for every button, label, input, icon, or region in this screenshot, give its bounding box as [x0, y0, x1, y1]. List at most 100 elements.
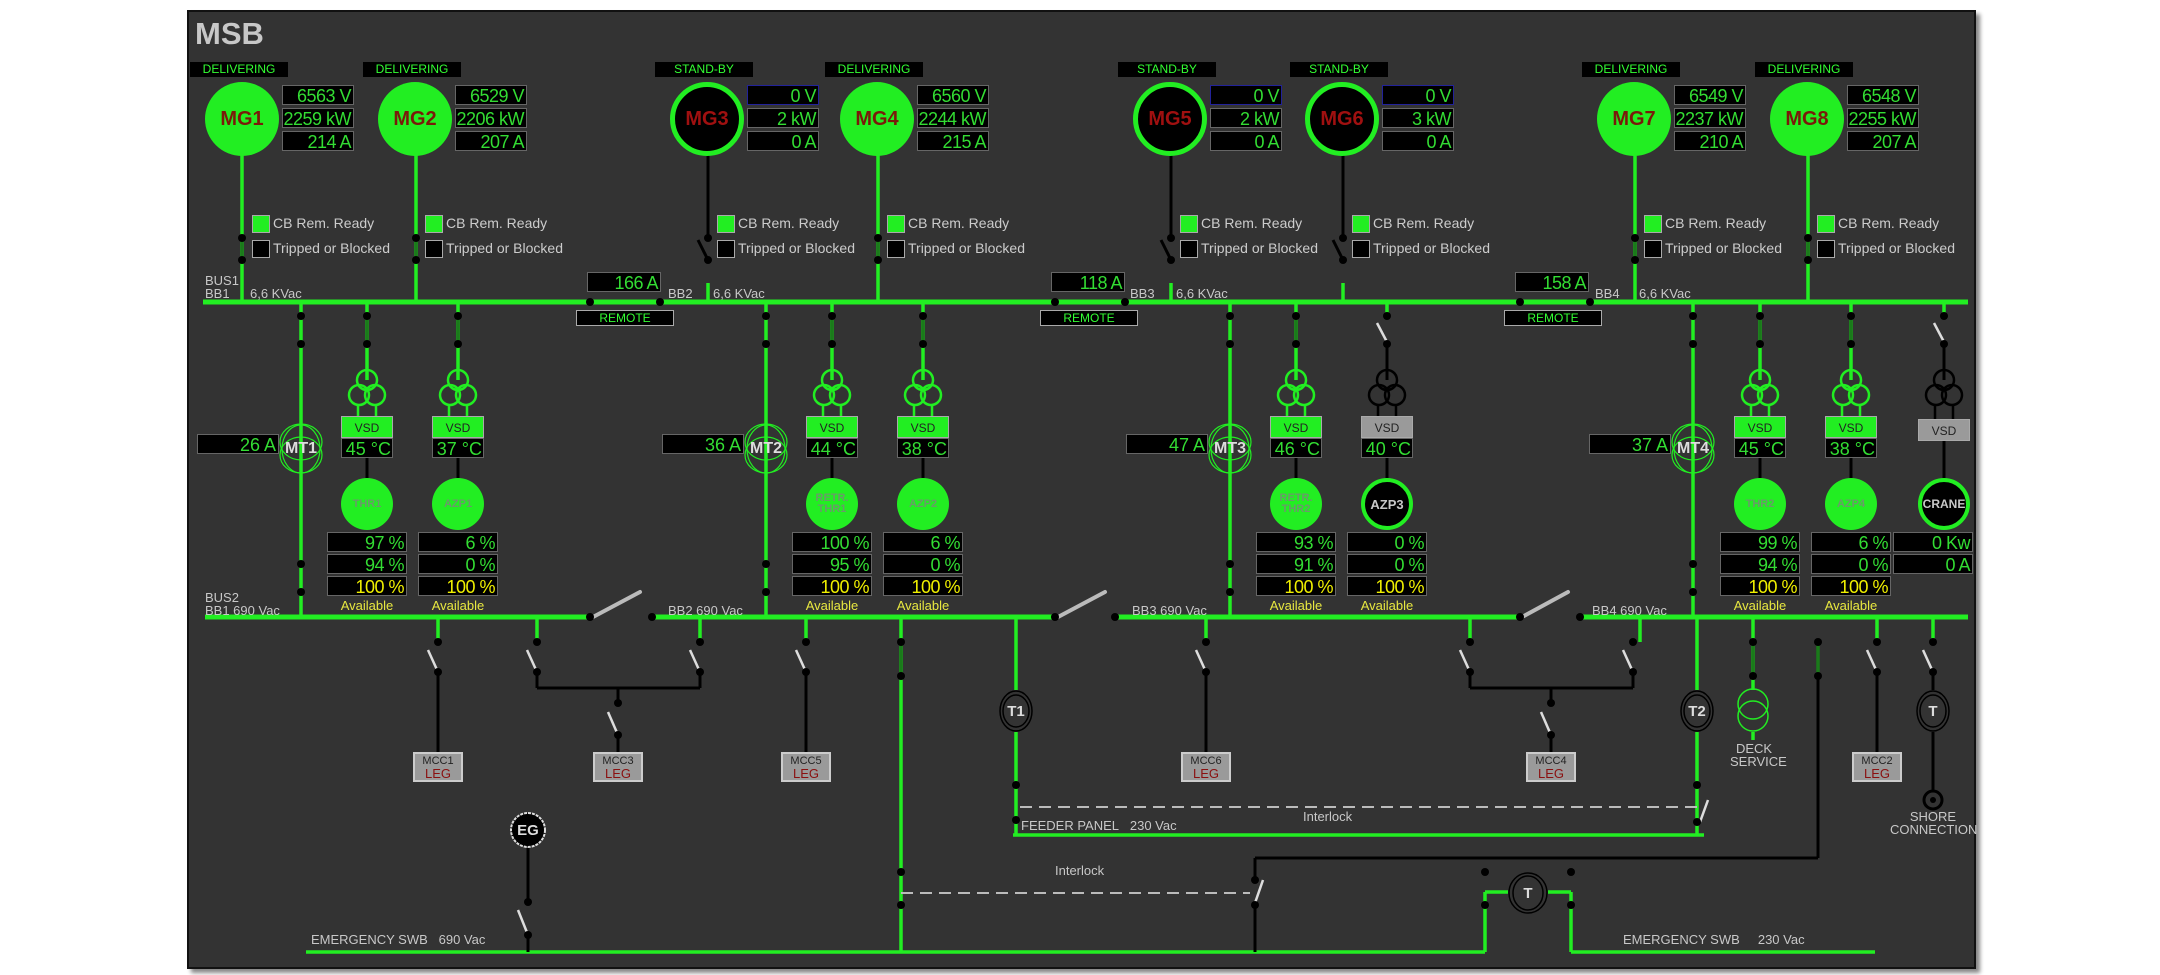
mg1-status: DELIVERING [190, 62, 288, 77]
mg5-power: 2 kW [1210, 108, 1282, 129]
cb-ready-indicator-icon [1817, 215, 1835, 234]
crane-vsd[interactable]: VSD [1918, 419, 1970, 441]
tie-3-mode-button[interactable]: REMOTE [1504, 310, 1602, 326]
cb-ready-indicator-icon [887, 215, 905, 234]
mg8-power: 2255 kW [1847, 108, 1919, 129]
mt1-transformer[interactable]: MT1 [285, 440, 317, 457]
mt2-transformer[interactable]: MT2 [750, 440, 782, 457]
drive-azp3-motor[interactable]: AZP3 [1361, 478, 1413, 530]
bus2-bb2-name: BB2 690 Vac [668, 603, 743, 618]
bus1-bb1-voltage: 6,6 KVac [250, 286, 302, 301]
mg7-current: 210 A [1674, 131, 1746, 152]
cb-tripped-indicator-icon [1180, 240, 1198, 259]
mg4-voltage: 6560 V [917, 85, 989, 106]
mt4-transformer[interactable]: MT4 [1677, 440, 1709, 457]
mt3-transformer[interactable]: MT3 [1214, 440, 1246, 457]
bus2-bb3-name: BB3 690 Vac [1132, 603, 1207, 618]
mg4-generator[interactable]: MG4 [840, 82, 914, 156]
drive-azp4-vsd[interactable]: VSD [1825, 416, 1877, 438]
mg1-cb-ready: CB Rem. Ready [252, 213, 374, 234]
cb-ready-indicator-icon [1644, 215, 1662, 234]
drive-azp1-motor[interactable]: AZP1 [432, 478, 484, 530]
panel-title: MSB [195, 16, 264, 51]
mg3-generator[interactable]: MG3 [670, 82, 744, 156]
drive-azp2-value-2: 0 % [883, 554, 963, 575]
drive-thr1-value-2: 94 % [327, 554, 407, 575]
mg2-cb-tripped: Tripped or Blocked [425, 238, 563, 259]
drive-retr-thr1-motor[interactable]: RETR.THR1 [806, 478, 858, 530]
feeder-panel-label: FEEDER PANEL 230 Vac [1021, 818, 1177, 833]
t1-transformer[interactable]: T1 [1007, 702, 1025, 720]
cb-tripped-indicator-icon [887, 240, 905, 259]
drive-retr-thr2-value-2: 91 % [1256, 554, 1336, 575]
mg6-generator[interactable]: MG6 [1305, 82, 1379, 156]
drive-azp2-motor[interactable]: AZP2 [897, 478, 949, 530]
interlock-label-feeder: Interlock [1303, 809, 1353, 824]
crane-current: 0 A [1893, 554, 1973, 575]
drive-retr-thr2-vsd[interactable]: VSD [1270, 416, 1322, 438]
mt1-current: 26 A [197, 434, 279, 455]
mg7-cb-ready: CB Rem. Ready [1644, 213, 1766, 234]
mcc3-mode: LEG [604, 766, 631, 781]
mg6-cb-tripped: Tripped or Blocked [1352, 238, 1490, 259]
drive-azp3-value-3: 100 % [1347, 576, 1427, 597]
bus2-label: BUS2 [205, 590, 239, 605]
mg4-status: DELIVERING [825, 62, 923, 77]
drive-retr-thr2-value-3: 100 % [1256, 576, 1336, 597]
drive-retr-thr2-motor[interactable]: RETR.THR2 [1270, 478, 1322, 530]
mg3-status: STAND-BY [655, 62, 753, 77]
drive-azp1-value-1: 6 % [418, 532, 498, 553]
bus1-bb2-name: BB2 [668, 286, 693, 301]
drive-azp4-vsd-temp: 38 °C [1825, 438, 1877, 459]
mg1-voltage: 6563 V [282, 85, 354, 106]
mcc6-mode: LEG [1192, 766, 1219, 781]
mg2-generator[interactable]: MG2 [378, 82, 452, 156]
tie-2-mode-button[interactable]: REMOTE [1040, 310, 1138, 326]
cb-tripped-indicator-icon [1644, 240, 1662, 259]
drive-azp1-vsd[interactable]: VSD [432, 416, 484, 438]
emergency-swb-230-label: EMERGENCY SWB 230 Vac [1623, 932, 1805, 947]
drive-azp4-motor[interactable]: AZP4 [1825, 478, 1877, 530]
drive-azp3-vsd[interactable]: VSD [1361, 416, 1413, 438]
crane-motor[interactable]: CRANE [1918, 478, 1970, 530]
mg1-generator[interactable]: MG1 [205, 82, 279, 156]
mt3-current: 47 A [1126, 434, 1208, 455]
drive-azp3-availability: Available [1360, 598, 1414, 613]
tie-1-current: 166 A [587, 272, 661, 293]
bus2-bb1-name: BB1 690 Vac [205, 603, 280, 618]
mg2-voltage: 6529 V [455, 85, 527, 106]
t2-transformer[interactable]: T2 [1688, 702, 1706, 720]
mg2-power: 2206 kW [455, 108, 527, 129]
drive-retr-thr2-availability: Available [1269, 598, 1323, 613]
shore-transformer[interactable]: T [1928, 702, 1938, 720]
drive-retr-thr1-vsd[interactable]: VSD [806, 416, 858, 438]
mg6-voltage: 0 V [1382, 85, 1454, 106]
mg5-generator[interactable]: MG5 [1133, 82, 1207, 156]
drive-azp2-vsd[interactable]: VSD [897, 416, 949, 438]
drive-azp2-vsd-temp: 38 °C [897, 438, 949, 459]
mcc4-id: MCC4 [1535, 755, 1567, 767]
tie-1-mode-button[interactable]: REMOTE [576, 310, 674, 326]
drive-thr2-value-1: 99 % [1720, 532, 1800, 553]
drive-thr1-vsd[interactable]: VSD [341, 416, 393, 438]
drive-thr2-motor[interactable]: THR2 [1734, 478, 1786, 530]
mg8-generator[interactable]: MG8 [1770, 82, 1844, 156]
emergency-generator[interactable]: EG [517, 821, 539, 839]
emergency-transformer[interactable]: T [1523, 884, 1533, 902]
drive-thr2-vsd[interactable]: VSD [1734, 416, 1786, 438]
mg7-generator[interactable]: MG7 [1597, 82, 1671, 156]
drive-azp4-value-1: 6 % [1811, 532, 1891, 553]
mg5-current: 0 A [1210, 131, 1282, 152]
interlock-label-emergency: Interlock [1055, 863, 1105, 878]
drive-thr1-motor[interactable]: THR1 [341, 478, 393, 530]
bus1-label: BUS1 [205, 273, 239, 288]
cb-tripped-indicator-icon [717, 240, 735, 259]
bus1-bb3-voltage: 6,6 KVac [1176, 286, 1228, 301]
